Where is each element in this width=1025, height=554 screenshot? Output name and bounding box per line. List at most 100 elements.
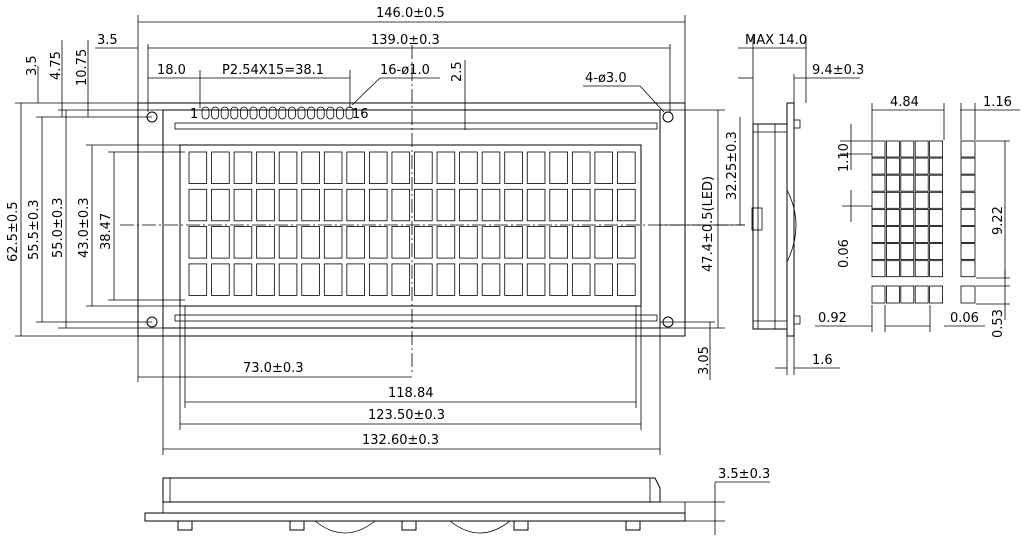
character-cell <box>549 188 568 222</box>
front-view: 1 16 <box>120 45 745 375</box>
dim-overall-height: 62.5±0.5 <box>6 201 21 262</box>
dim-side-pcb: 1.6 <box>812 353 833 368</box>
character-cell <box>571 151 591 184</box>
dim-dot-pitch-left: 0.92 <box>818 311 847 326</box>
character-cell <box>571 188 591 222</box>
character-cell <box>549 263 568 296</box>
matrix-dot <box>886 208 900 226</box>
character-cell <box>504 188 523 222</box>
pin-row <box>201 106 354 120</box>
cursor-dot <box>871 285 886 304</box>
character-cell <box>571 263 591 296</box>
matrix-dot <box>914 191 929 209</box>
dim-line-1-10: 1.10 <box>837 143 852 172</box>
column-dot <box>960 260 976 278</box>
dim-hole-pitch-x: 139.0±0.3 <box>371 33 440 48</box>
pin-hole <box>268 106 277 120</box>
cursor-dot <box>900 285 915 304</box>
character-cell <box>617 151 636 184</box>
matrix-dot <box>929 157 943 175</box>
pin-hole <box>259 106 268 120</box>
character-cell <box>301 226 320 259</box>
character-cell <box>256 151 275 184</box>
character-cell <box>459 226 478 259</box>
dim-viewing-width: 123.50±0.3 <box>368 408 445 423</box>
character-cell <box>526 263 546 296</box>
column-dot <box>960 208 976 226</box>
matrix-dot <box>929 174 943 192</box>
matrix-dot <box>900 140 915 158</box>
dim-dot-gap-v: 0.06 <box>837 239 852 268</box>
character-cell <box>256 263 275 296</box>
character-cell <box>188 263 208 296</box>
character-cell <box>323 263 343 296</box>
pin-hole <box>345 106 354 120</box>
character-cell <box>211 151 230 184</box>
dim-left-4-75: 4.75 <box>49 51 64 80</box>
column-dot <box>960 191 976 209</box>
matrix-dot <box>929 140 943 158</box>
column-cursor-dot <box>960 285 976 304</box>
matrix-dot <box>914 260 929 278</box>
character-cell <box>211 188 230 222</box>
pin-hole <box>211 106 220 120</box>
character-cell <box>481 226 501 259</box>
pin-hole <box>297 106 306 120</box>
pin-hole <box>278 106 287 120</box>
pin-16-label: 16 <box>352 107 369 122</box>
top-dimensions: 146.0±0.5 139.0±0.3 3.5 18.0 P2.54X15=38… <box>95 6 686 130</box>
character-cell <box>481 263 501 296</box>
cursor-dot <box>929 285 943 304</box>
matrix-dot <box>914 140 929 158</box>
matrix-dot <box>929 260 943 278</box>
character-cell <box>188 188 208 222</box>
character-cell <box>233 226 253 259</box>
character-cell <box>211 263 230 296</box>
character-cell <box>617 226 636 259</box>
dim-mount-holes: 4-ø3.0 <box>585 71 627 86</box>
bottom-view: 3.5±0.3 <box>144 467 770 535</box>
matrix-dot <box>929 191 943 209</box>
pin-hole <box>316 106 325 120</box>
character-cell <box>233 188 253 222</box>
character-cell <box>188 226 208 259</box>
dim-center-x: 73.0±0.3 <box>243 361 304 376</box>
dim-dot-width: 1.16 <box>983 95 1012 110</box>
character-cell <box>323 151 343 184</box>
matrix-dot <box>929 243 943 261</box>
matrix-dot <box>871 208 886 226</box>
character-cell <box>301 188 320 222</box>
dim-bezel-width: 132.60±0.3 <box>362 433 439 448</box>
matrix-dot <box>886 243 900 261</box>
cursor-dot <box>914 285 929 304</box>
matrix-dot <box>900 174 915 192</box>
bottom-dimensions: 73.0±0.3 118.84 123.50±0.3 132.60±0.3 <box>137 306 661 455</box>
character-cell <box>459 263 478 296</box>
character-cell <box>594 188 614 222</box>
character-cell <box>459 188 478 222</box>
pin-hole <box>287 106 296 120</box>
matrix-dot <box>914 157 929 175</box>
pin-hole <box>239 106 248 120</box>
dim-bezel-height: 55.0±0.3 <box>51 197 66 258</box>
character-cell <box>233 263 253 296</box>
character-cell <box>436 226 456 259</box>
dim-active-height: 38.47 <box>99 213 114 250</box>
character-cell <box>301 151 320 184</box>
character-cell <box>346 263 365 296</box>
matrix-dot <box>871 157 886 175</box>
matrix-dot <box>914 208 929 226</box>
character-cell <box>594 263 614 296</box>
character-cell <box>278 151 298 184</box>
character-cell <box>211 226 230 259</box>
matrix-dot <box>900 191 915 209</box>
dim-char-height: 9.22 <box>991 206 1006 235</box>
matrix-dot <box>871 260 886 278</box>
matrix-dot <box>886 157 900 175</box>
character-cell <box>526 151 546 184</box>
dim-viewing-height: 43.0±0.3 <box>77 197 92 258</box>
character-cell <box>414 188 433 222</box>
matrix-dot <box>871 174 886 192</box>
matrix-dot <box>914 174 929 192</box>
